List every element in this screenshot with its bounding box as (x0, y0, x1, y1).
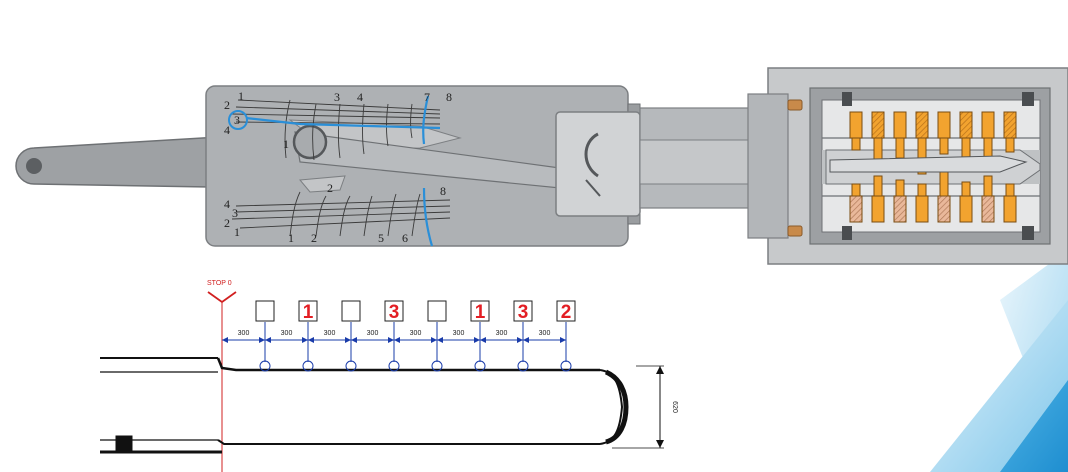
stop-marker-icon (207, 291, 237, 304)
cut-code-label: 3 (389, 302, 400, 323)
upper-left-number-2: 2 (224, 98, 230, 112)
spacing-label: 300 (324, 330, 336, 337)
lower-left-number-1: 1 (234, 225, 240, 239)
lower-bottom-number-5: 5 (378, 231, 384, 245)
lock-cylinder (747, 67, 1068, 265)
cut-position-circle (474, 360, 486, 372)
cut-code-label: 1 (475, 302, 486, 323)
lower-left-number-4: 4 (224, 197, 230, 211)
spacing-label: 300 (367, 330, 379, 337)
cut-position-circle (302, 360, 314, 372)
lower-left-number-3: 3 (232, 206, 238, 220)
cut-code-box (427, 300, 447, 322)
upper-right-number-7: 7 (424, 90, 430, 104)
lower-bottom-number-6: 6 (402, 231, 408, 245)
lower-bottom-number-1: 1 (288, 231, 294, 245)
cut-code-label: 2 (561, 302, 572, 323)
stop-label: STOP 0 (207, 280, 232, 287)
cut-position-circle (517, 360, 529, 372)
pick-collar (555, 103, 641, 225)
pivot-circle (292, 124, 328, 160)
cut-positions: 300 300 300 300 300 300 300 300 1 3 1 3 2 (222, 300, 576, 372)
dimension-arrow-icon (431, 337, 437, 343)
upper-left-number-3: 3 (234, 113, 240, 127)
cut-position-circle (345, 360, 357, 372)
cut-position-circle (388, 360, 400, 372)
center-number-1: 1 (283, 137, 289, 151)
lower-left-number-2: 2 (224, 216, 230, 230)
lower-mid-number-2: 2 (327, 181, 333, 195)
dimension-arrow-icon (388, 337, 394, 343)
dimension-arrow-icon (265, 337, 271, 343)
dimension-arrow-icon (302, 337, 308, 343)
upper-left-number-4: 4 (224, 123, 230, 137)
cut-code-label: 1 (303, 302, 314, 323)
dimension-arrow-icon (394, 337, 400, 343)
dimension-arrow-icon (308, 337, 314, 343)
dimension-arrow-icon (480, 337, 486, 343)
lower-scale (231, 191, 451, 237)
key-diagram: STOP 0 620 300 300 300 300 300 300 300 3 (100, 280, 678, 472)
dimension-arrow-icon (517, 337, 523, 343)
blue-indicator (228, 95, 441, 247)
cut-position-circle (560, 360, 572, 372)
dimension-arrow-icon (259, 337, 265, 343)
handle-hole-icon (26, 158, 42, 174)
dimension-arrow-icon (560, 337, 566, 343)
key-blank (100, 357, 629, 454)
upper-top-number-4: 4 (357, 90, 363, 104)
spacing-label: 300 (496, 330, 508, 337)
lower-bottom-number-2: 2 (311, 231, 317, 245)
lower-mid-number-8: 8 (440, 184, 446, 198)
cut-code-box (556, 300, 576, 322)
cut-code-box (470, 300, 490, 322)
cut-code-box (384, 300, 404, 322)
pin-stack (849, 111, 1017, 223)
dimension-arrow-icon (474, 337, 480, 343)
pick-tool: 1 2 3 4 3 4 7 8 1 4 3 2 1 1 2 5 6 2 8 (15, 85, 831, 247)
height-dimension: 620 (612, 365, 678, 449)
spacing-label: 300 (453, 330, 465, 337)
dimension-arrow-icon (351, 337, 357, 343)
dimension-arrow-icon (222, 337, 228, 343)
dimension-arrow-icon (437, 337, 443, 343)
cut-code-label: 3 (518, 302, 529, 323)
spacing-label: 300 (281, 330, 293, 337)
dimension-arrow-icon (345, 337, 351, 343)
upper-scale (231, 99, 441, 161)
upper-right-number-8: 8 (446, 90, 452, 104)
cut-code-box (341, 300, 361, 322)
spacing-label: 300 (539, 330, 551, 337)
cut-position-circle (431, 360, 443, 372)
upper-top-number-3: 3 (334, 90, 340, 104)
spacing-label: 300 (238, 330, 250, 337)
height-label: 620 (671, 401, 678, 413)
cut-code-box (255, 300, 275, 322)
dimension-arrow-icon (523, 337, 529, 343)
spacing-label: 300 (410, 330, 422, 337)
cut-code-box (513, 300, 533, 322)
cut-position-circle (259, 360, 271, 372)
cut-code-box (298, 300, 318, 322)
upper-left-number-1: 1 (238, 89, 244, 103)
